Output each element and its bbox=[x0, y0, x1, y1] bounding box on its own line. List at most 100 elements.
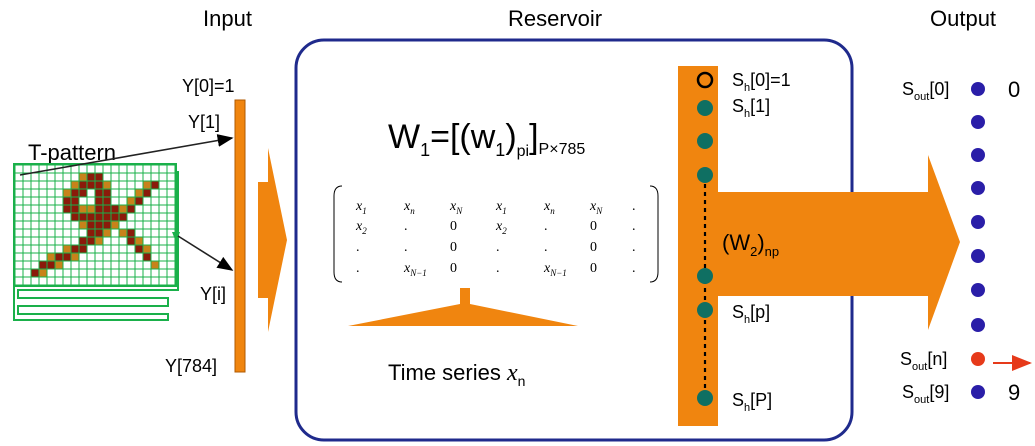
output-neuron bbox=[971, 115, 985, 129]
matrix-cell: . bbox=[496, 240, 500, 255]
pattern-pixel bbox=[71, 253, 79, 261]
pattern-pixel bbox=[87, 213, 95, 221]
pattern-pixel bbox=[127, 237, 135, 245]
pattern-pixel bbox=[143, 245, 151, 253]
pattern-pixel bbox=[103, 205, 111, 213]
pattern-pixel bbox=[95, 189, 103, 197]
matrix-cell: . bbox=[404, 240, 408, 255]
output-neuron bbox=[971, 385, 985, 399]
pattern-pixel bbox=[63, 245, 71, 253]
pattern-pixel bbox=[55, 253, 63, 261]
first-pixel-arrow bbox=[19, 134, 234, 176]
pattern-pixel bbox=[103, 229, 111, 237]
pattern-pixel bbox=[79, 213, 87, 221]
node-sh1-label: Sh[1] bbox=[732, 96, 770, 120]
matrix-cell: . bbox=[632, 199, 636, 214]
matrix-cell: . bbox=[356, 261, 360, 276]
pattern-pixel bbox=[71, 213, 79, 221]
pattern-pixel bbox=[127, 197, 135, 205]
matrix-cell: . bbox=[632, 219, 636, 234]
pattern-pixel bbox=[39, 269, 47, 277]
pattern-pixel bbox=[79, 173, 87, 181]
output-neuron-active bbox=[971, 352, 985, 366]
output-neuron bbox=[971, 249, 985, 263]
time-series-arrow bbox=[348, 288, 578, 326]
input-y784-label: Y[784] bbox=[165, 356, 217, 376]
node-shp-label: Sh[p] bbox=[732, 302, 770, 326]
pattern-pixel bbox=[79, 205, 87, 213]
reservoir-node bbox=[697, 100, 713, 116]
pattern-pixel bbox=[55, 261, 63, 269]
pattern-pixel bbox=[87, 237, 95, 245]
reservoir-header: Reservoir bbox=[508, 6, 602, 31]
matrix-cell: 0 bbox=[590, 219, 597, 234]
pattern-pixel bbox=[103, 213, 111, 221]
pattern-pixel bbox=[103, 197, 111, 205]
pattern-pixel bbox=[95, 205, 103, 213]
pattern-pixel bbox=[47, 253, 55, 261]
pattern-pixel bbox=[95, 173, 103, 181]
matrix-cell: . bbox=[632, 240, 636, 255]
pattern-pixel bbox=[87, 205, 95, 213]
matrix-cell: . bbox=[404, 219, 408, 234]
output-neuron bbox=[971, 283, 985, 297]
pattern-pixel bbox=[95, 197, 103, 205]
input-header: Input bbox=[203, 6, 252, 31]
matrix-cell: 0 bbox=[590, 240, 597, 255]
t-pattern-grid bbox=[13, 163, 180, 321]
pattern-pixel bbox=[135, 245, 143, 253]
svg-text:W1=[(w1)pi]P×785: W1=[(w1)pi]P×785 bbox=[388, 118, 585, 160]
output-neuron bbox=[971, 82, 985, 96]
pattern-pixel bbox=[111, 205, 119, 213]
matrix-cell: . bbox=[356, 240, 360, 255]
pattern-pixel bbox=[47, 261, 55, 269]
pattern-pixel bbox=[71, 189, 79, 197]
matrix-cell: . bbox=[632, 261, 636, 276]
reservoir-node bbox=[697, 167, 713, 183]
pattern-pixel bbox=[143, 181, 151, 189]
scan-path bbox=[13, 171, 179, 321]
matrix-cell: xn bbox=[543, 199, 555, 216]
pattern-pixel bbox=[103, 181, 111, 189]
pattern-pixel bbox=[95, 181, 103, 189]
pattern-pixel bbox=[151, 261, 159, 269]
pattern-pixel bbox=[87, 221, 95, 229]
pattern-pixel bbox=[63, 197, 71, 205]
pattern-pixel bbox=[31, 269, 39, 277]
matrix-cell: . bbox=[496, 261, 500, 276]
reservoir-node bbox=[697, 268, 713, 284]
w2-label: (W2)np bbox=[722, 230, 779, 259]
pattern-pixel bbox=[79, 181, 87, 189]
input-to-reservoir-arrow bbox=[258, 148, 287, 332]
input-y1-label: Y[1] bbox=[188, 112, 220, 132]
input-yi-label: Y[i] bbox=[200, 284, 226, 304]
output-neuron bbox=[971, 148, 985, 162]
pattern-pixel bbox=[135, 189, 143, 197]
pattern-pixel bbox=[87, 173, 95, 181]
pattern-pixel bbox=[95, 221, 103, 229]
output-s0-value: 0 bbox=[1008, 77, 1020, 102]
ith-pixel-arrow bbox=[177, 235, 234, 271]
pattern-pixel bbox=[79, 237, 87, 245]
reservoir-node bbox=[697, 390, 713, 406]
matrix-cell: 0 bbox=[450, 261, 457, 276]
matrix-cell: 0 bbox=[450, 219, 457, 234]
pattern-pixel bbox=[63, 205, 71, 213]
pattern-pixel bbox=[79, 221, 87, 229]
input-bar bbox=[234, 99, 246, 373]
matrix-cell: x1 bbox=[355, 199, 367, 216]
matrix-cell: xn bbox=[403, 199, 415, 216]
reservoir-node-column bbox=[678, 66, 718, 426]
pattern-pixel bbox=[135, 197, 143, 205]
pattern-pixel bbox=[71, 181, 79, 189]
output-neuron bbox=[971, 181, 985, 195]
output-s0-label: Sout[0] bbox=[902, 79, 949, 103]
pattern-pixel bbox=[119, 213, 127, 221]
pattern-pixel bbox=[63, 189, 71, 197]
pattern-pixel bbox=[79, 189, 87, 197]
matrix-cell: 0 bbox=[590, 261, 597, 276]
matrix-cell: . bbox=[544, 240, 548, 255]
matrix-cell: xN−1 bbox=[543, 261, 567, 278]
